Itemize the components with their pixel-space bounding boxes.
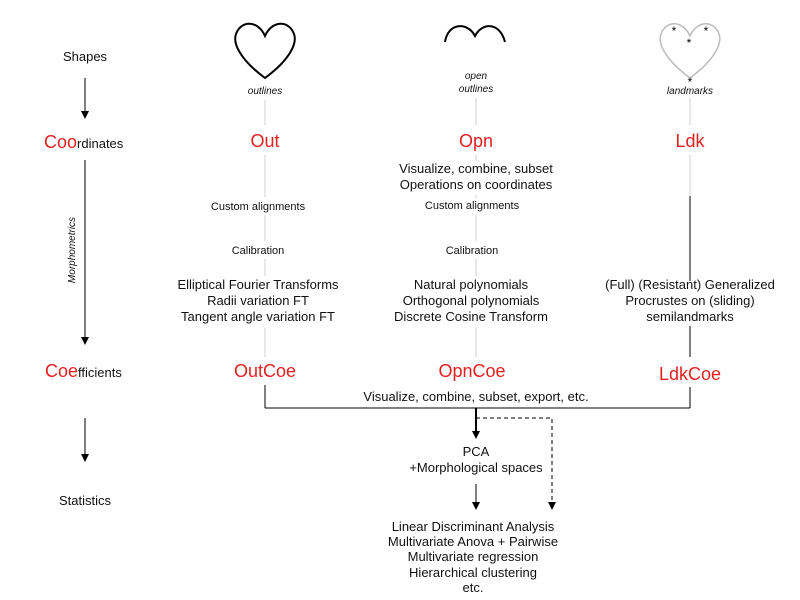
out-method-rfourier: Radii variation FT: [207, 293, 309, 308]
out-method-eft: Elliptical Fourier Transforms: [177, 277, 339, 292]
ldk-method-3: semilandmarks: [646, 309, 734, 324]
landmark-heart-icon: [659, 23, 721, 79]
stage-statistics: Statistics: [59, 493, 112, 508]
stage-coefficients-highlight: Coe: [45, 361, 78, 381]
landmarks-label: landmarks: [667, 86, 713, 97]
stage-shapes: Shapes: [63, 49, 108, 64]
stats-manova: Multivariate Anova + Pairwise: [388, 534, 558, 549]
dashed-arrow-to-stats: [476, 417, 556, 510]
out-class: Out: [250, 131, 279, 151]
coef-ops: Visualize, combine, subset, export, etc.: [363, 389, 588, 404]
ldk-class: Ldk: [675, 131, 705, 151]
stage-coordinates-rest: rdinates: [77, 136, 124, 151]
landmark-star-icon: *: [672, 24, 677, 38]
out-method-tfourier: Tangent angle variation FT: [181, 309, 335, 324]
stage-coordinates: Coordinates: [44, 132, 124, 152]
landmark-star-icon: *: [688, 75, 693, 89]
stats-regression: Multivariate regression: [408, 549, 539, 564]
pca-label: PCA: [463, 444, 490, 459]
stats-lda: Linear Discriminant Analysis: [392, 519, 555, 534]
opn-class: Opn: [459, 131, 493, 151]
opncoe-class: OpnCoe: [438, 361, 505, 381]
ldk-method-1: (Full) (Resistant) Generalized: [605, 277, 775, 292]
opn-method-dfourier: Discrete Cosine Transform: [394, 309, 548, 324]
out-calibration: Calibration: [232, 245, 285, 257]
opn-ops-1: Visualize, combine, subset: [399, 161, 553, 176]
stage-coefficients: Coefficients: [45, 361, 122, 381]
stage-coordinates-highlight: Coo: [44, 132, 77, 152]
opn-custom-alignments: Custom alignments: [425, 200, 520, 212]
opn-method-opoly: Orthogonal polynomials: [403, 293, 540, 308]
outlines-label: outlines: [248, 86, 282, 97]
outline-heart-icon: [234, 22, 296, 80]
morpho-spaces-label: +Morphological spaces: [409, 460, 543, 475]
open-outline-icon: [444, 25, 506, 43]
stats-etc: etc.: [463, 580, 484, 595]
stage-coefficients-rest: fficients: [78, 365, 122, 380]
morphometrics-side-label: Morphometrics: [67, 217, 78, 283]
opn-method-npoly: Natural polynomials: [414, 277, 529, 292]
open-label: open: [465, 71, 488, 82]
open-outlines-label: outlines: [459, 84, 493, 95]
outcoe-class: OutCoe: [234, 361, 296, 381]
landmark-star-icon: *: [704, 24, 709, 38]
ldk-method-2: Procrustes on (sliding): [625, 293, 754, 308]
opn-ops-2: Operations on coordinates: [400, 177, 553, 192]
out-custom-alignments: Custom alignments: [211, 201, 306, 213]
stats-clustering: Hierarchical clustering: [409, 565, 537, 580]
landmark-star-icon: *: [687, 36, 692, 50]
opn-calibration: Calibration: [446, 245, 499, 257]
ldkcoe-class: LdkCoe: [659, 364, 721, 384]
